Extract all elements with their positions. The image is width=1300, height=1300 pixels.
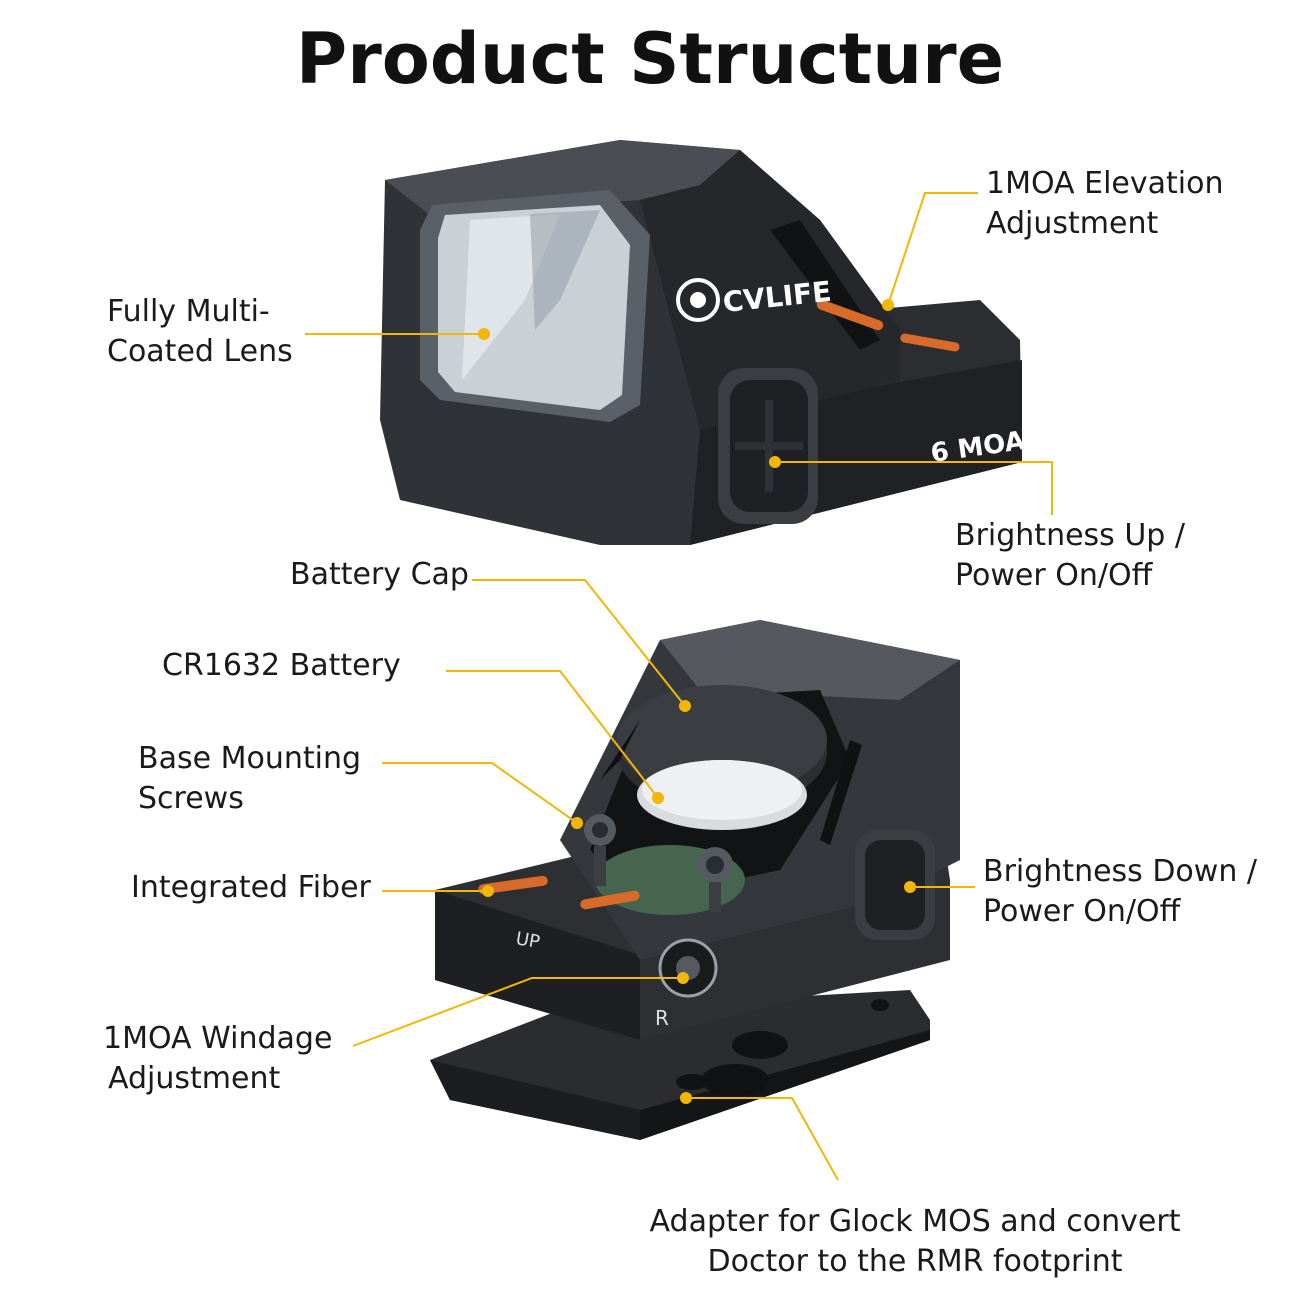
callout-dot-elevation xyxy=(882,299,894,311)
label-elevation-adjustment: 1MOA Elevation Adjustment xyxy=(986,164,1223,244)
callout-dot-brightness-down xyxy=(904,881,916,893)
label-coated-lens: Fully Multi- Coated Lens xyxy=(107,292,293,372)
label-line: Adapter for Glock MOS and convert xyxy=(649,1204,1181,1239)
callout-line-brightness-up xyxy=(775,461,1053,515)
top-red-dot-sight: CVLIFE 6 MOA xyxy=(380,140,1027,545)
callout-line-battery-cap xyxy=(472,579,686,707)
dial-r-marking: R xyxy=(655,1006,669,1030)
label-line: Coated Lens xyxy=(107,334,293,369)
callout-dots xyxy=(478,299,916,1104)
label-line: Adjustment xyxy=(986,206,1159,241)
callout-lines xyxy=(305,192,1053,1181)
callout-line-elevation xyxy=(887,192,978,306)
callout-dot-battery-cap xyxy=(679,700,691,712)
label-windage-adjustment: 1MOA Windage Adjustment xyxy=(103,1019,332,1099)
label-battery-cap: Battery Cap xyxy=(290,555,469,595)
callout-dot-fiber xyxy=(482,885,494,897)
callout-line-adapter xyxy=(686,1097,839,1181)
label-line: Brightness Down / xyxy=(983,854,1257,889)
label-battery: CR1632 Battery xyxy=(162,646,401,686)
label-line: Power On/Off xyxy=(955,558,1153,593)
callout-line-windage xyxy=(352,977,683,1047)
label-base-mounting-screws: Base Mounting Screws xyxy=(138,739,361,819)
callout-dot-adapter xyxy=(680,1092,692,1104)
callout-dot-lens xyxy=(478,328,490,340)
label-line: Brightness Up / xyxy=(955,518,1185,553)
label-brightness-down: Brightness Down / Power On/Off xyxy=(983,852,1257,932)
label-line: Adjustment xyxy=(108,1061,281,1096)
callout-dot-windage xyxy=(677,972,689,984)
label-line: Fully Multi- xyxy=(107,294,270,329)
label-line: Screws xyxy=(138,781,244,816)
label-adapter: Adapter for Glock MOS and convert Doctor… xyxy=(610,1202,1220,1282)
label-line: Base Mounting xyxy=(138,741,362,776)
label-brightness-up: Brightness Up / Power On/Off xyxy=(955,516,1185,596)
callout-dot-battery xyxy=(652,792,664,804)
label-line: 1MOA Windage xyxy=(103,1021,333,1056)
callout-dot-base-screws xyxy=(571,817,583,829)
callout-line-base-screws xyxy=(382,762,578,824)
label-line: CR1632 Battery xyxy=(162,648,401,683)
page-title: Product Structure xyxy=(295,18,1005,100)
callout-line-battery xyxy=(446,670,659,799)
label-integrated-fiber: Integrated Fiber xyxy=(131,868,371,908)
bottom-red-dot-sight: UP R xyxy=(430,620,960,1140)
callout-dot-brightness-up xyxy=(769,456,781,468)
label-line: Doctor to the RMR footprint xyxy=(707,1244,1123,1279)
label-line: Integrated Fiber xyxy=(131,870,371,905)
label-line: Power On/Off xyxy=(983,894,1181,929)
dial-up-marking: UP xyxy=(514,928,541,953)
label-line: 1MOA Elevation xyxy=(986,166,1224,201)
label-line: Battery Cap xyxy=(290,557,469,592)
